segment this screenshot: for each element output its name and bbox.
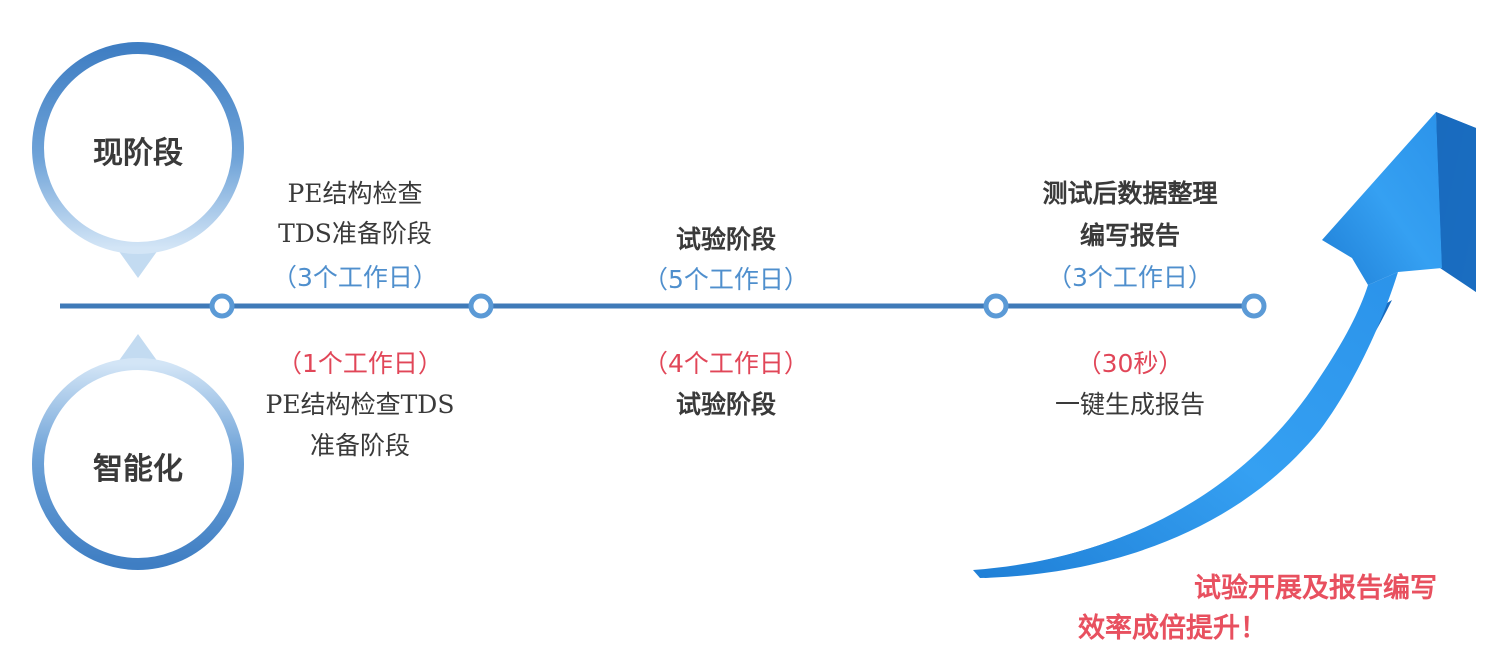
- current-step-1-line-1: PE结构检查: [287, 179, 423, 208]
- current-stage-pointer: [118, 250, 158, 278]
- slogan-line-2: 效率成倍提升！: [1078, 613, 1267, 644]
- smart-step-1-line-2: 准备阶段: [309, 431, 410, 460]
- smart-stage-label: 智能化: [93, 452, 183, 487]
- current-step-3-line-1: 测试后数据整理: [1042, 179, 1218, 208]
- timeline-node-4: [1241, 293, 1267, 319]
- current-step-3-line-2: 编写报告: [1079, 221, 1180, 250]
- smart-step-1-line-1: PE结构检查TDS: [265, 390, 455, 419]
- smart-step-2-duration: （4个工作日）: [643, 349, 809, 378]
- growth-arrow-icon: [973, 112, 1476, 578]
- smart-stage-circle: [32, 358, 244, 570]
- smart-stage-badge: [32, 334, 244, 570]
- smart-step-3-line-1: 一键生成报告: [1054, 390, 1205, 419]
- current-step-2-duration: （5个工作日）: [643, 265, 809, 294]
- current-step-2-line-1: 试验阶段: [675, 225, 776, 254]
- timeline-node-3: [983, 293, 1009, 319]
- current-step-3-duration: （3个工作日）: [1047, 263, 1213, 292]
- slogan-line-1: 试验开展及报告编写: [1194, 573, 1437, 604]
- current-stage-badge: [32, 42, 244, 278]
- timeline-node-2: [468, 293, 494, 319]
- smart-step-3-duration: （30秒）: [1076, 349, 1184, 378]
- current-stage-label: 现阶段: [93, 136, 183, 171]
- smart-step-2-line-1: 试验阶段: [675, 390, 776, 419]
- current-step-1-line-2: TDS准备阶段: [278, 219, 432, 248]
- smart-step-1-duration: （1个工作日）: [277, 349, 443, 378]
- timeline-node-1: [209, 293, 235, 319]
- current-stage-circle: [32, 42, 244, 254]
- smart-stage-pointer: [118, 334, 158, 362]
- current-step-1-duration: （3个工作日）: [272, 263, 438, 292]
